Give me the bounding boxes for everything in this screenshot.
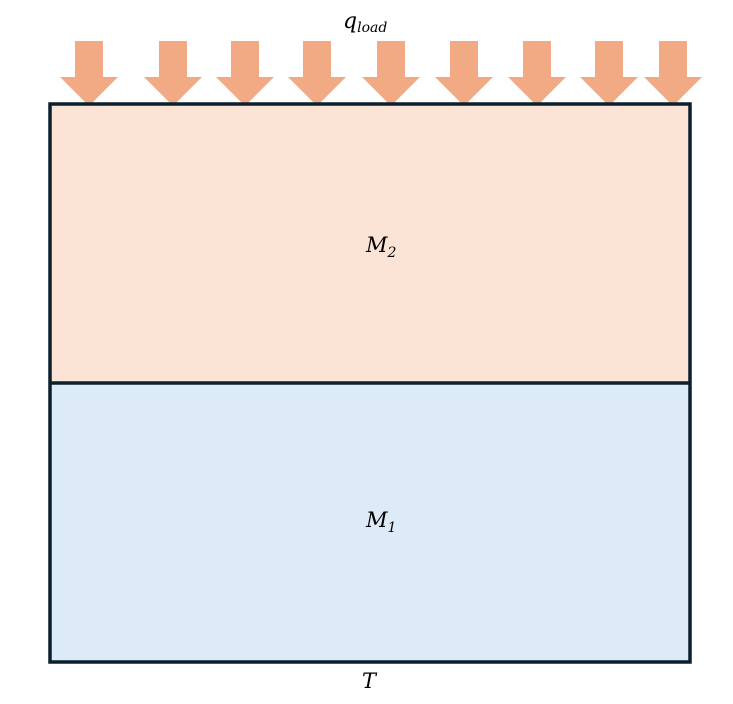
load-symbol: q <box>343 9 357 34</box>
load-arrow <box>435 41 493 106</box>
layer-m1-label: M1 <box>365 508 396 536</box>
load-arrow <box>60 41 118 106</box>
load-arrows <box>60 41 702 106</box>
layer-m1-region <box>50 383 690 662</box>
load-subscript: load <box>357 20 387 36</box>
layer-m1-symbol: M <box>365 508 388 532</box>
load-arrow <box>580 41 638 106</box>
layer-m2-symbol: M <box>365 233 388 257</box>
load-arrow <box>216 41 274 106</box>
layer-m2-subscript: 2 <box>387 245 397 261</box>
layer-m2-label: M2 <box>365 233 397 261</box>
layer-m2-region <box>50 104 690 383</box>
load-label: qload <box>343 9 387 36</box>
load-arrow <box>362 41 420 106</box>
load-arrow <box>508 41 566 106</box>
load-arrow <box>288 41 346 106</box>
load-arrow <box>144 41 202 106</box>
layer-m1-subscript: 1 <box>388 520 397 536</box>
load-arrow <box>644 41 702 106</box>
bottom-label: T <box>362 669 378 693</box>
